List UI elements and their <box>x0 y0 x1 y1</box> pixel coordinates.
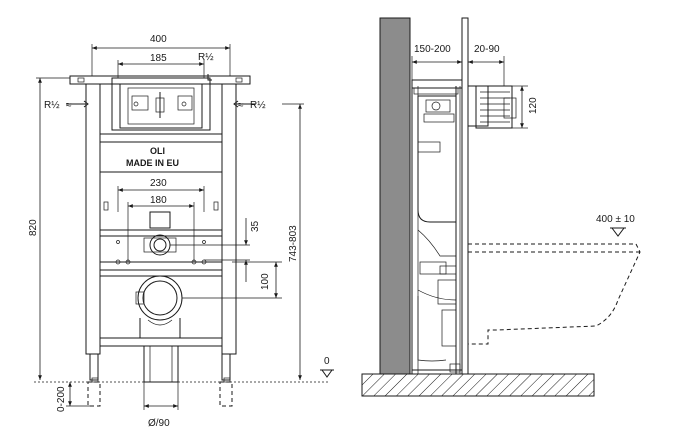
floor-level-label: 0 <box>324 356 330 367</box>
made-in-label: MADE IN EU <box>126 158 179 168</box>
dim-120: 120 <box>528 97 539 114</box>
brand-label: OLI <box>150 146 165 156</box>
dim-pipe: Ø/90 <box>148 418 170 429</box>
side-view <box>361 17 641 397</box>
right-leg <box>221 353 231 381</box>
svg-text:≈: ≈ <box>66 100 72 111</box>
svg-text:≈: ≈ <box>238 100 244 111</box>
dim-depth: 150-200 <box>414 44 451 55</box>
dim-bowl: 400 ± 10 <box>596 214 635 225</box>
front-panel <box>461 17 469 375</box>
conn-top-label: R½ <box>198 52 214 63</box>
cistern-window <box>111 77 211 131</box>
flush-box <box>475 85 513 129</box>
dim-offset-35: 35 <box>250 220 261 232</box>
floor <box>361 373 595 397</box>
top-bar <box>69 75 251 85</box>
conn-right-label: R½ <box>250 100 266 111</box>
dim-width: 400 <box>150 34 167 45</box>
wall <box>379 17 411 375</box>
side-dimensions <box>411 56 626 237</box>
front-view <box>66 74 256 407</box>
drain-outlet <box>137 275 183 321</box>
conn-left-label: R½ <box>44 100 60 111</box>
dim-plate: 185 <box>150 53 167 64</box>
left-post <box>85 83 101 355</box>
dim-outlet-range: 743-803 <box>288 225 299 262</box>
right-post <box>221 83 237 355</box>
dim-leg: 0-200 <box>56 386 67 412</box>
dim-height: 820 <box>28 219 39 236</box>
toilet-bowl <box>468 243 641 345</box>
dim-fix-inner: 180 <box>150 195 167 206</box>
dim-fix-outer: 230 <box>150 178 167 189</box>
dim-panel: 20-90 <box>474 44 500 55</box>
front-dimensions <box>36 44 334 410</box>
dim-offset-100: 100 <box>260 273 271 290</box>
left-leg <box>89 353 99 381</box>
